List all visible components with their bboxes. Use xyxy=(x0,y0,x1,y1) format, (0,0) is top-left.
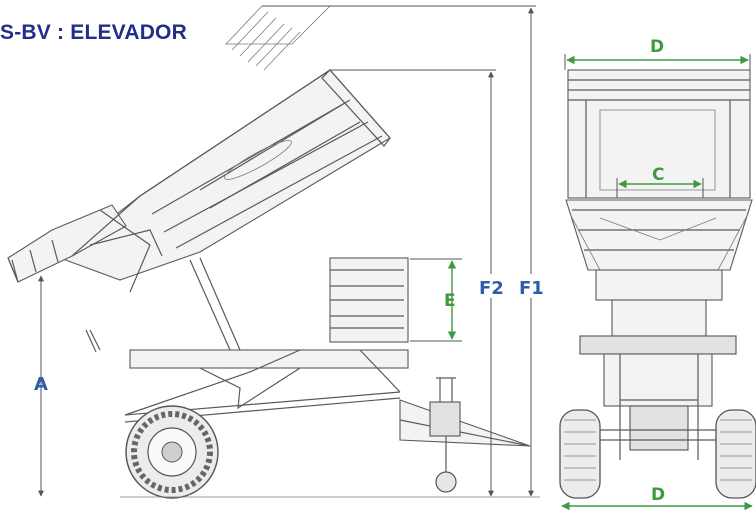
side-view: A E F2 F1 xyxy=(7,5,548,499)
dimension-label-e: E xyxy=(444,291,456,311)
diagram-title: S-BV : ELEVADOR xyxy=(0,21,187,44)
dimension-label-f2: F2 xyxy=(479,278,504,299)
rear-bin xyxy=(329,257,409,343)
dimension-label-d-bottom: D xyxy=(651,485,665,505)
dimension-label-f1: F1 xyxy=(519,278,544,299)
dimension-label-c: C xyxy=(652,165,664,185)
dimension-label-a: A xyxy=(34,374,48,395)
jockey-wheel xyxy=(435,436,457,493)
tilted-hopper xyxy=(7,69,391,293)
dimension-label-d-top: D xyxy=(650,37,664,57)
main-wheel xyxy=(125,405,219,499)
rear-view: D C D xyxy=(559,37,756,511)
chassis xyxy=(85,257,531,447)
raised-box-ghost xyxy=(225,5,331,71)
